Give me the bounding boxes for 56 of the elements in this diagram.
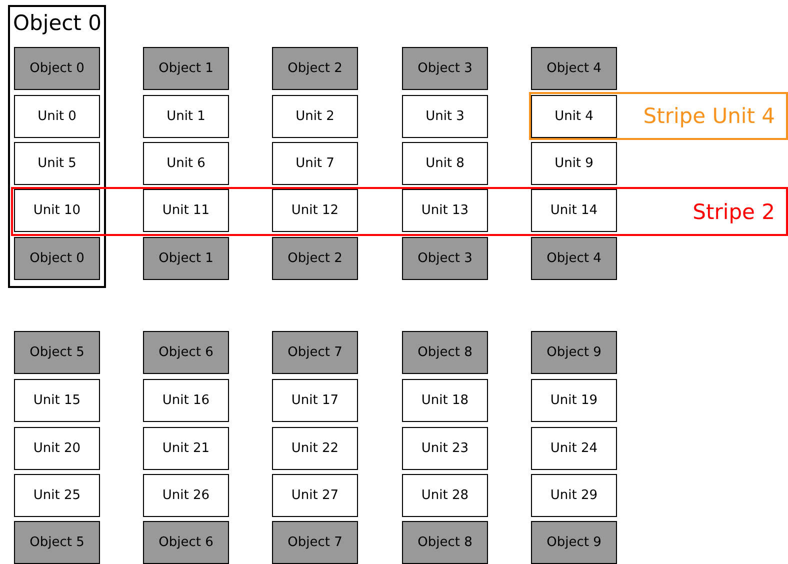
object-block: Object 9 [531, 521, 617, 564]
object-block: Object 1 [143, 47, 229, 90]
stripe-label: Stripe 2 [692, 198, 775, 224]
unit-block: Unit 29 [531, 474, 617, 517]
unit-block: Unit 14 [531, 189, 617, 232]
object-block: Object 8 [402, 521, 488, 564]
object-block: Object 5 [14, 331, 100, 374]
unit-block: Unit 15 [14, 379, 100, 422]
stripe-outline [529, 92, 788, 140]
object-outline [8, 5, 106, 288]
unit-block: Unit 17 [272, 379, 358, 422]
unit-block: Unit 22 [272, 427, 358, 470]
unit-block: Unit 23 [402, 427, 488, 470]
unit-block: Unit 0 [14, 95, 100, 138]
unit-block: Unit 19 [531, 379, 617, 422]
object-block: Object 3 [402, 237, 488, 280]
unit-block: Unit 20 [14, 427, 100, 470]
object-block: Object 9 [531, 331, 617, 374]
object-block: Object 2 [272, 237, 358, 280]
object-block: Object 6 [143, 521, 229, 564]
object-block: Object 8 [402, 331, 488, 374]
unit-block: Unit 4 [531, 95, 617, 138]
unit-block: Unit 3 [402, 95, 488, 138]
object-block: Object 0 [14, 47, 100, 90]
object-block: Object 1 [143, 237, 229, 280]
object-block: Object 4 [531, 47, 617, 90]
unit-block: Unit 24 [531, 427, 617, 470]
unit-block: Unit 9 [531, 142, 617, 185]
unit-block: Unit 16 [143, 379, 229, 422]
unit-block: Unit 10 [14, 189, 100, 232]
object-block: Object 6 [143, 331, 229, 374]
unit-block: Unit 18 [402, 379, 488, 422]
object-block: Object 3 [402, 47, 488, 90]
object-block: Object 7 [272, 331, 358, 374]
unit-block: Unit 2 [272, 95, 358, 138]
object-block: Object 4 [531, 237, 617, 280]
unit-block: Unit 5 [14, 142, 100, 185]
unit-block: Unit 13 [402, 189, 488, 232]
stripe-label: Stripe Unit 4 [643, 103, 775, 129]
object-title: Object 0 [13, 10, 102, 36]
stripe-outline [11, 187, 788, 236]
unit-block: Unit 28 [402, 474, 488, 517]
unit-block: Unit 25 [14, 474, 100, 517]
unit-block: Unit 1 [143, 95, 229, 138]
unit-block: Unit 8 [402, 142, 488, 185]
unit-block: Unit 11 [143, 189, 229, 232]
object-block: Object 2 [272, 47, 358, 90]
unit-block: Unit 7 [272, 142, 358, 185]
unit-block: Unit 21 [143, 427, 229, 470]
unit-block: Unit 6 [143, 142, 229, 185]
unit-block: Unit 27 [272, 474, 358, 517]
object-block: Object 5 [14, 521, 100, 564]
unit-block: Unit 12 [272, 189, 358, 232]
object-block: Object 7 [272, 521, 358, 564]
unit-block: Unit 26 [143, 474, 229, 517]
object-block: Object 0 [14, 237, 100, 280]
